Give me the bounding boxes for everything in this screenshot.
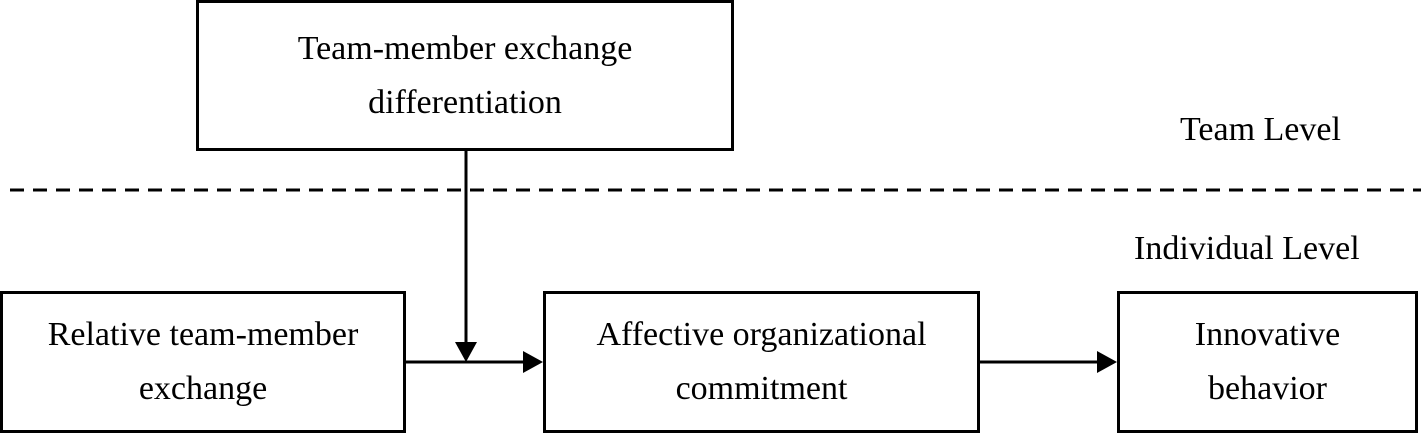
tmx-differentiation-line2: differentiation xyxy=(368,83,562,121)
affective-commitment-line2: commitment xyxy=(675,370,848,407)
innovative-behavior-box: Innovative behavior xyxy=(1117,291,1418,433)
individual-level-label: Individual Level xyxy=(1134,230,1360,267)
relative-tmx-line2: exchange xyxy=(138,370,268,407)
team-level-label: Team Level xyxy=(1180,111,1341,148)
arrowhead-moderation xyxy=(455,342,477,362)
affective-commitment-box: Affective organizational commitment xyxy=(543,291,980,433)
arrowhead-affective-to-innovative xyxy=(1097,351,1117,373)
tmx-differentiation-box: Team-member exchange differentiation xyxy=(196,0,734,151)
tmx-differentiation-line1: Team-member exchange xyxy=(297,29,633,67)
relative-tmx-box: Relative team-member exchange xyxy=(0,291,406,433)
innovative-behavior-line2: behavior xyxy=(1208,370,1327,407)
innovative-behavior-line1: Innovative xyxy=(1194,316,1341,353)
affective-commitment-line1: Affective organizational xyxy=(596,316,927,353)
relative-tmx-line1: Relative team-member xyxy=(47,316,359,353)
arrowhead-relative-to-affective xyxy=(523,351,543,373)
